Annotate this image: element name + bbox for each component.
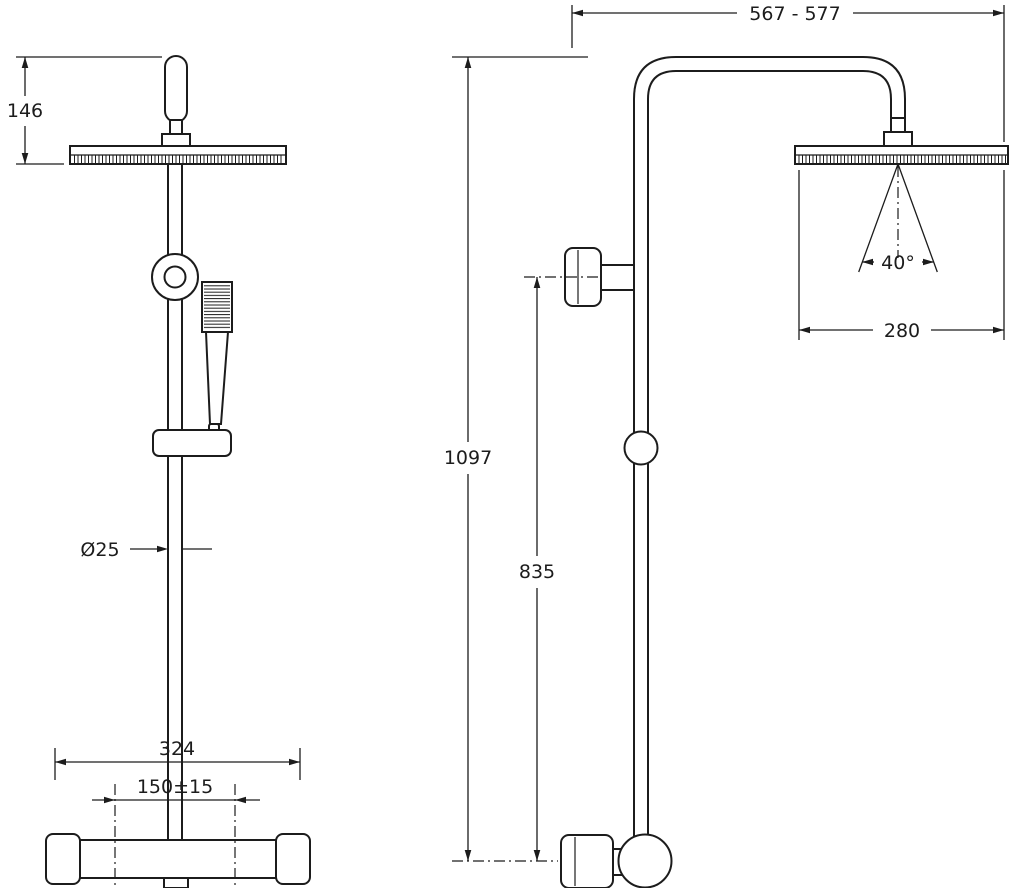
pipe-diameter-dimension: Ø25 bbox=[80, 539, 212, 561]
side-shower-head bbox=[794, 117, 1009, 165]
front-slider-ring bbox=[151, 253, 199, 301]
mixer-width-dim-label: 324 bbox=[159, 738, 195, 760]
bracket-height-dimension: 835 bbox=[519, 276, 600, 861]
front-shower-head bbox=[69, 145, 287, 165]
side-view: 40° 567 - 577 bbox=[444, 3, 1009, 888]
front-riser-pipe bbox=[167, 137, 183, 841]
front-inlet-centerlines bbox=[114, 784, 236, 886]
front-hand-shower bbox=[201, 281, 233, 435]
side-mixer-valve bbox=[560, 833, 673, 888]
side-riser-and-arm bbox=[633, 56, 906, 840]
reach-dimension: 567 - 577 bbox=[571, 3, 1005, 142]
head-offset-dim-label: 146 bbox=[7, 100, 43, 122]
spray-width-dim-label: 280 bbox=[884, 320, 920, 342]
pipe-diameter-dim-label: Ø25 bbox=[80, 539, 119, 561]
front-slider-bracket bbox=[152, 429, 232, 457]
front-top-cap bbox=[161, 55, 191, 147]
bracket-height-dim-label: 835 bbox=[519, 561, 555, 583]
mixer-width-dimension: 324 bbox=[54, 738, 301, 780]
spray-angle-dim-label: 40° bbox=[881, 252, 915, 274]
front-view: 146 Ø25 324 150±15 bbox=[7, 55, 311, 888]
side-slider-knob bbox=[623, 430, 659, 466]
front-mixer-valve bbox=[45, 833, 311, 888]
total-height-dimension: 1097 bbox=[444, 56, 588, 862]
spray-cone: 40° bbox=[858, 163, 938, 274]
total-height-dim-label: 1097 bbox=[444, 447, 492, 469]
head-offset-dimension: 146 bbox=[7, 56, 162, 165]
inlet-spacing-dim-label: 150±15 bbox=[137, 776, 213, 798]
inlet-spacing-dimension: 150±15 bbox=[92, 776, 260, 804]
reach-dim-label: 567 - 577 bbox=[749, 3, 840, 25]
spray-width-dimension: 280 bbox=[798, 170, 1005, 342]
